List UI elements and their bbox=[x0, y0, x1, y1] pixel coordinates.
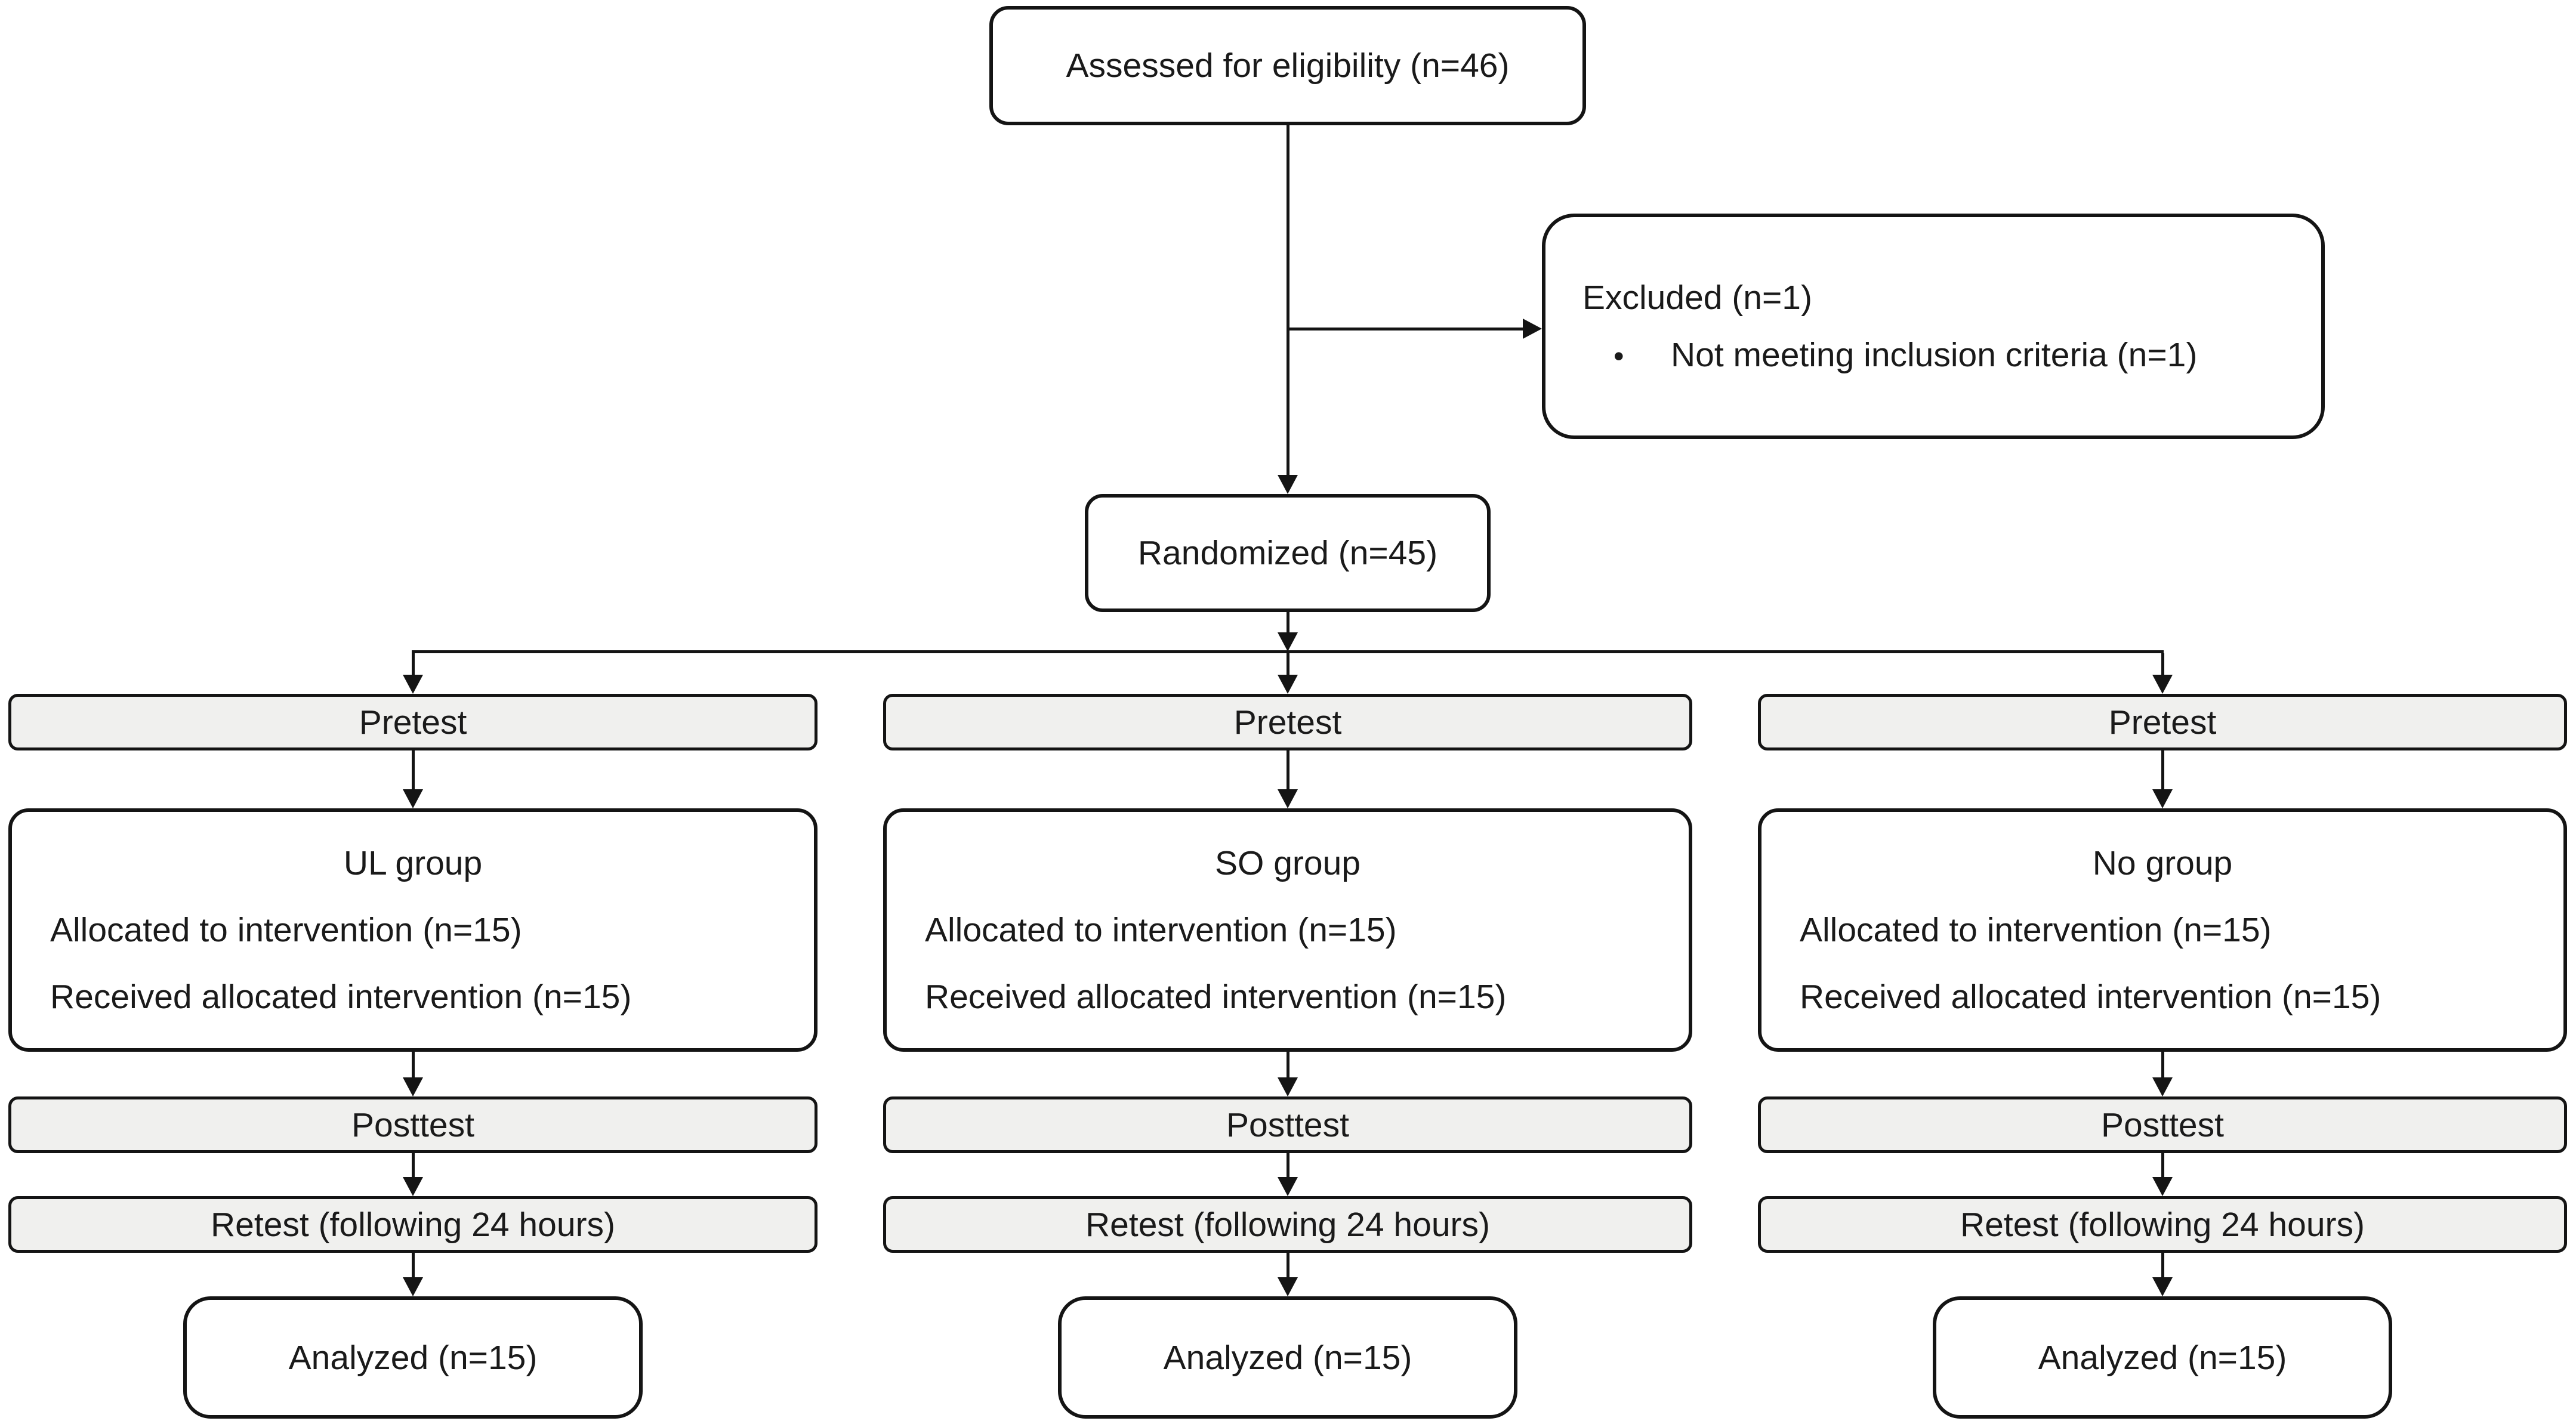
allocated-label: Allocated to intervention (n=15) bbox=[1800, 911, 2272, 949]
posttest-label: Posttest bbox=[2101, 1105, 2224, 1144]
arrow-down-icon bbox=[1278, 475, 1298, 494]
connector-line bbox=[1287, 1052, 1289, 1077]
connector-line bbox=[1287, 1153, 1289, 1177]
group-title: No group bbox=[2092, 844, 2233, 882]
arrow-down-icon bbox=[2152, 789, 2173, 808]
excluded-reason-label: Not meeting inclusion criteria (n=1) bbox=[1671, 336, 2198, 374]
connector-line bbox=[2161, 750, 2164, 789]
arrow-down-icon bbox=[1278, 1077, 1298, 1096]
group-title: SO group bbox=[1215, 844, 1361, 882]
connector-line bbox=[1287, 328, 1523, 330]
arrow-down-icon bbox=[1278, 632, 1298, 651]
posttest-bar-no: Posttest bbox=[1758, 1096, 2567, 1153]
randomized-box: Randomized (n=45) bbox=[1085, 494, 1491, 612]
pretest-bar-so: Pretest bbox=[883, 694, 1692, 750]
connector-line bbox=[1287, 124, 1289, 475]
excluded-box: Excluded (n=1) • Not meeting inclusion c… bbox=[1542, 214, 2325, 439]
arrow-down-icon bbox=[1278, 789, 1298, 808]
arrow-down-icon bbox=[2152, 1177, 2173, 1196]
posttest-label: Posttest bbox=[351, 1105, 474, 1144]
group-box-no: No group Allocated to intervention (n=15… bbox=[1758, 808, 2567, 1052]
arrow-down-icon bbox=[1278, 1177, 1298, 1196]
arrow-down-icon bbox=[403, 675, 423, 694]
pretest-label: Pretest bbox=[2108, 703, 2217, 742]
analyzed-label: Analyzed (n=15) bbox=[288, 1338, 538, 1377]
retest-label: Retest (following 24 hours) bbox=[1960, 1205, 2365, 1244]
retest-bar-no: Retest (following 24 hours) bbox=[1758, 1196, 2567, 1253]
analyzed-box-ul: Analyzed (n=15) bbox=[183, 1296, 643, 1419]
connector-line bbox=[2161, 1052, 2164, 1077]
arrow-down-icon bbox=[403, 1277, 423, 1296]
allocated-label: Allocated to intervention (n=15) bbox=[925, 911, 1397, 949]
connector-line bbox=[412, 653, 415, 675]
posttest-bar-ul: Posttest bbox=[8, 1096, 817, 1153]
pretest-label: Pretest bbox=[1233, 703, 1342, 742]
arrow-down-icon bbox=[1278, 675, 1298, 694]
retest-label: Retest (following 24 hours) bbox=[211, 1205, 615, 1244]
retest-bar-so: Retest (following 24 hours) bbox=[883, 1196, 1692, 1253]
arrow-down-icon bbox=[403, 1177, 423, 1196]
connector-line bbox=[2161, 653, 2164, 675]
connector-line bbox=[2161, 1253, 2164, 1277]
arrow-right-icon bbox=[1523, 319, 1542, 339]
randomized-label: Randomized (n=45) bbox=[1137, 534, 1438, 572]
arrow-down-icon bbox=[1278, 1277, 1298, 1296]
arrow-down-icon bbox=[2152, 1277, 2173, 1296]
arrow-down-icon bbox=[2152, 675, 2173, 694]
group-box-so: SO group Allocated to intervention (n=15… bbox=[883, 808, 1692, 1052]
posttest-bar-so: Posttest bbox=[883, 1096, 1692, 1153]
received-label: Received allocated intervention (n=15) bbox=[50, 978, 632, 1016]
connector-line bbox=[412, 750, 415, 789]
connector-line bbox=[1287, 1253, 1289, 1277]
arrow-down-icon bbox=[2152, 1077, 2173, 1096]
bullet-icon: • bbox=[1614, 339, 1624, 373]
split-line bbox=[412, 650, 2164, 653]
received-label: Received allocated intervention (n=15) bbox=[925, 978, 1507, 1016]
retest-label: Retest (following 24 hours) bbox=[1085, 1205, 1490, 1244]
analyzed-label: Analyzed (n=15) bbox=[1163, 1338, 1412, 1377]
connector-line bbox=[412, 1253, 415, 1277]
assessed-box: Assessed for eligibility (n=46) bbox=[989, 6, 1586, 125]
connector-line bbox=[1287, 653, 1289, 675]
posttest-label: Posttest bbox=[1226, 1105, 1349, 1144]
pretest-bar-ul: Pretest bbox=[8, 694, 817, 750]
connector-line bbox=[2161, 1153, 2164, 1177]
excluded-reason-row: • Not meeting inclusion criteria (n=1) bbox=[1545, 335, 2321, 375]
analyzed-label: Analyzed (n=15) bbox=[2038, 1338, 2287, 1377]
group-box-ul: UL group Allocated to intervention (n=15… bbox=[8, 808, 817, 1052]
connector-line bbox=[1287, 750, 1289, 789]
allocated-label: Allocated to intervention (n=15) bbox=[50, 911, 522, 949]
pretest-bar-no: Pretest bbox=[1758, 694, 2567, 750]
pretest-label: Pretest bbox=[359, 703, 467, 742]
connector-line bbox=[1287, 612, 1289, 632]
arrow-down-icon bbox=[403, 1077, 423, 1096]
retest-bar-ul: Retest (following 24 hours) bbox=[8, 1196, 817, 1253]
connector-line bbox=[412, 1052, 415, 1077]
received-label: Received allocated intervention (n=15) bbox=[1800, 978, 2381, 1016]
connector-line bbox=[412, 1153, 415, 1177]
analyzed-box-so: Analyzed (n=15) bbox=[1058, 1296, 1517, 1419]
excluded-title: Excluded (n=1) bbox=[1582, 279, 1812, 317]
group-title: UL group bbox=[343, 844, 483, 882]
arrow-down-icon bbox=[403, 789, 423, 808]
assessed-label: Assessed for eligibility (n=46) bbox=[1066, 47, 1510, 85]
analyzed-box-no: Analyzed (n=15) bbox=[1933, 1296, 2392, 1419]
